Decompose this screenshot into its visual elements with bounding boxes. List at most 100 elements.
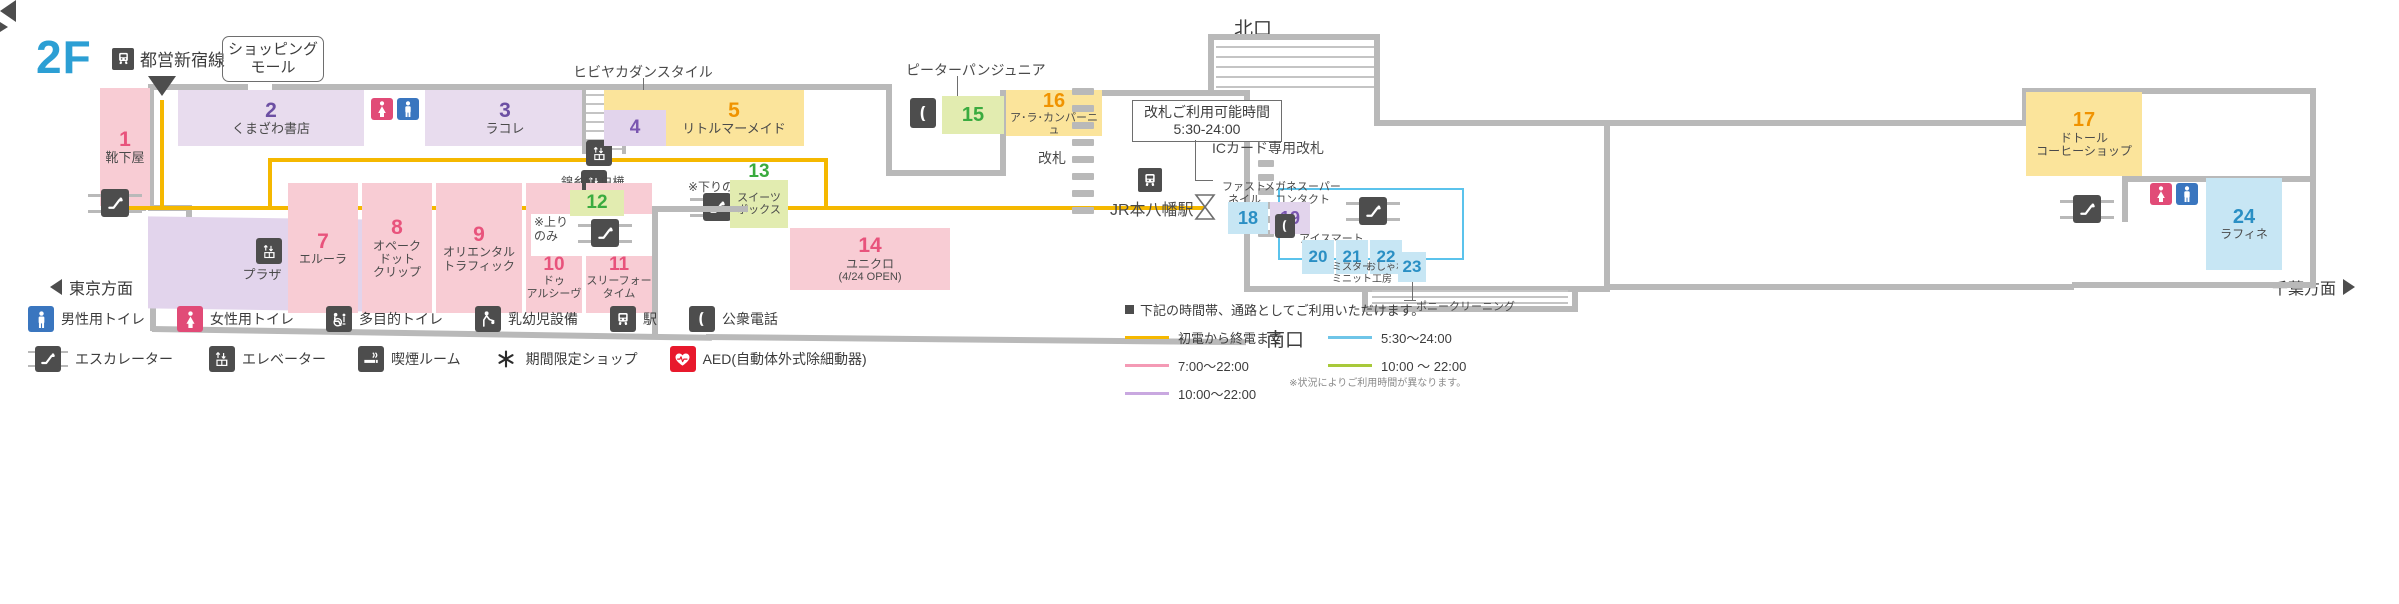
legend-label: 駅	[643, 311, 657, 327]
color-swatch	[1125, 336, 1169, 339]
pony-cleaning-label: ポニークリーニング	[1416, 301, 1515, 313]
gate-hours-callout: 改札ご利用可能時間 5:30-24:00	[1132, 100, 1282, 142]
route-line-horizontal	[824, 206, 1204, 210]
oshare-l1: おしゃれ	[1366, 262, 1406, 273]
legend-row-1: 男性用トイレ 女性用トイレ 多目的トイレ 乳幼児設備	[28, 306, 1088, 332]
wall-segment	[1208, 34, 1214, 90]
shop-10-number: 10	[543, 254, 565, 276]
time-legend-heading: 下記の時間帯、通路としてご利用いただけます。	[1125, 300, 1466, 319]
up-only-note-l2: のみ	[534, 228, 559, 243]
mister-minit-l1: ミスター	[1332, 262, 1372, 273]
shop-17-number: 17	[2072, 109, 2096, 132]
wall-segment	[1000, 90, 1250, 96]
time-legend-row: 初電から終電まで	[1125, 328, 1282, 347]
wall-segment	[652, 206, 748, 212]
shop-23[interactable]: 23	[1398, 252, 1426, 282]
female-toilet-icon	[177, 306, 203, 332]
legend: 男性用トイレ 女性用トイレ 多目的トイレ 乳幼児設備	[28, 306, 1088, 386]
time-legend-row: 7:00～22:00	[1125, 356, 1282, 375]
shop-2[interactable]: 2 くまざわ書店	[178, 90, 364, 146]
female-toilet-icon	[2150, 183, 2172, 205]
gate-label: 改札	[1038, 150, 1066, 166]
time-legend-heading-label: 下記の時間帯、通路としてご利用いただけます。	[1140, 303, 1425, 318]
shop-9[interactable]: 9 オリエンタル トラフィック	[436, 183, 522, 313]
shop-8[interactable]: 8 オペーク ドット クリップ	[362, 183, 432, 313]
time-legend-label: 7:00～22:00	[1178, 359, 1249, 374]
shop-14[interactable]: 14 ユニクロ (4/24 OPEN)	[790, 228, 950, 290]
wall-segment	[1244, 286, 1610, 292]
time-legend: 下記の時間帯、通路としてご利用いただけます。 初電から終電まで 7:00～22:…	[1125, 300, 1466, 403]
shop-15[interactable]: 15	[942, 96, 1004, 134]
wall-segment	[1374, 34, 1380, 126]
shop-17-name-l2: コーヒーショップ	[2036, 144, 2132, 159]
shop-21[interactable]: 21	[1336, 240, 1368, 274]
legend-label: 女性用トイレ	[210, 311, 294, 327]
time-legend-label: 10:00 ～ 22:00	[1381, 359, 1467, 374]
shopping-mall-badge: ショッピング モール	[222, 36, 324, 82]
shop-4-overlay[interactable]: 4	[604, 110, 666, 146]
phone-icon	[1275, 214, 1295, 238]
wall-segment	[1244, 176, 1250, 292]
arrow-left-icon	[50, 279, 62, 295]
shop-1[interactable]: 1 靴下屋	[100, 88, 150, 206]
shop-1-number: 1	[119, 127, 131, 151]
shop-16-number: 16	[1042, 89, 1066, 112]
mall-label-line2: モール	[250, 59, 296, 76]
shop-18[interactable]: 18	[1228, 202, 1268, 234]
shop-5-number: 5	[728, 98, 740, 122]
shop-24-name: ラフィネ	[2220, 227, 2268, 242]
wall-segment	[1604, 284, 2074, 290]
ic-gate-label: ICカード専用改札	[1212, 140, 1324, 156]
shop-7-name: エルーラ	[298, 252, 347, 267]
shop-17[interactable]: 17 ドトール コーヒーショップ	[2026, 92, 2142, 176]
entrance-marker-icon	[148, 76, 176, 96]
time-legend-label: 5:30～24:00	[1381, 331, 1452, 346]
shop-11-name-l2: タイム	[602, 287, 636, 300]
escalator-icon	[591, 219, 619, 247]
aed-icon	[669, 346, 696, 372]
legend-item-station: 駅	[610, 306, 657, 332]
shop-3-number: 3	[499, 98, 511, 122]
shop-8-number: 8	[391, 216, 403, 240]
shop-23-number: 23	[1402, 257, 1422, 277]
wall-segment	[582, 90, 586, 154]
legend-label: 多目的トイレ	[359, 311, 443, 327]
time-legend-row: 10:00 ～ 22:00	[1328, 356, 1466, 375]
legend-label: 公衆電話	[722, 311, 778, 327]
shop-17-name-l1: ドトール	[2059, 130, 2108, 145]
legend-item-smoking: 喫煙ルーム	[358, 346, 461, 372]
shop-24-number: 24	[2232, 206, 2256, 229]
shop-5-name: リトルマーメイド	[682, 121, 786, 137]
shop-20[interactable]: 20	[1302, 240, 1334, 274]
shop-16[interactable]: 16 ア･ラ･カンパーニュ	[1006, 90, 1102, 136]
shop-3[interactable]: 3 ラコレ	[425, 90, 585, 146]
direction-tokyo: 東京方面	[50, 275, 133, 299]
legend-label: エスカレーター	[75, 351, 173, 367]
arrow-right-icon	[0, 22, 8, 32]
train-icon	[610, 306, 636, 332]
wall-segment	[148, 84, 154, 210]
shop-22-number: 22	[1376, 247, 1396, 267]
wall-segment	[272, 84, 892, 90]
shop-9-name-l1: オリエンタル	[442, 245, 515, 260]
wall-segment	[2310, 176, 2316, 288]
shop-7[interactable]: 7 エルーラ	[288, 183, 358, 313]
wall-segment	[2310, 88, 2316, 182]
accessible-toilet-icon	[326, 306, 352, 332]
shop-6-name: プラザ	[242, 267, 282, 283]
shop-24[interactable]: 24 ラフィネ	[2206, 178, 2282, 270]
shop-2-number: 2	[265, 98, 277, 122]
shop-20-number: 20	[1308, 247, 1328, 267]
shop-22[interactable]: 22	[1370, 240, 1402, 274]
wall-segment	[652, 206, 658, 334]
shop-13[interactable]: 13 スイーツ ボックス	[730, 161, 788, 228]
shop-12-overlay[interactable]: 12	[570, 190, 624, 216]
floor-label: 2F	[36, 31, 92, 83]
escalator-left	[88, 188, 142, 218]
asterisk-icon	[493, 346, 519, 372]
up-only-note-l1: ※上り	[534, 215, 569, 229]
wall-segment	[886, 84, 892, 176]
shop-12-number-overlay: 12	[586, 192, 608, 214]
wall-segment	[1598, 120, 2028, 126]
